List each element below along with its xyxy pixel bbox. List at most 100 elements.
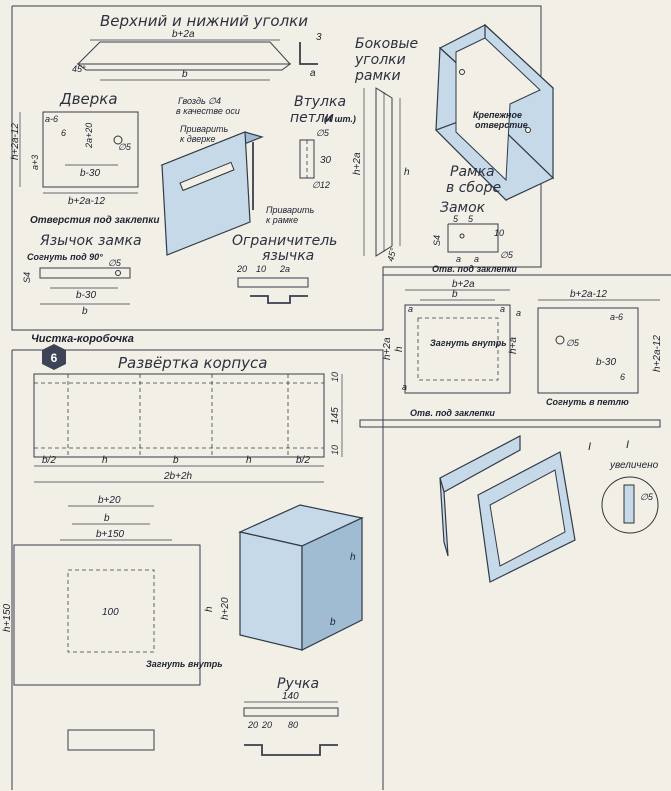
box-note-bend: Загнуть внутрь — [146, 659, 223, 669]
frame-note-2: отверстие — [475, 120, 528, 130]
assembly-dim-b30: b-30 — [596, 357, 616, 368]
corner-section-view — [299, 42, 318, 65]
development-dim-10a: 10 — [330, 372, 340, 382]
door3d-weld-door-2: к дверке — [180, 134, 216, 144]
limiter-title-1: Ограничитель — [232, 233, 337, 249]
handle-dim-140: 140 — [282, 691, 299, 702]
frame-opening — [455, 37, 541, 182]
bushing-body — [299, 139, 315, 179]
assembly-note-rivets: Отв. под заклепки — [410, 408, 495, 418]
side-corners-title-1: Боковые — [355, 36, 418, 52]
assembly-frame3d-left — [439, 477, 449, 557]
development-dim-3: h — [246, 455, 252, 466]
section-borders — [11, 5, 671, 790]
section-badge — [42, 344, 66, 370]
door-outline — [42, 111, 139, 188]
corners-dim-b2a: b+2a — [172, 29, 195, 40]
lock-dim-5a: 5 — [453, 214, 459, 224]
development-title: Развёртка корпуса — [118, 354, 267, 372]
door-dim-h2a12: h+2a-12 — [10, 123, 21, 160]
bushing-dim-30: 30 — [320, 155, 332, 166]
assembly-dim-ha: h+a — [508, 337, 519, 354]
assembly-dim-h2a: h+2a — [382, 337, 393, 360]
tongue-body — [39, 267, 131, 279]
door-dim-b2a12: b+2a-12 — [68, 196, 105, 207]
corner-profile-bottom — [76, 63, 292, 71]
box-dim-b20: b+20 — [98, 495, 121, 506]
tongue-dim-b: b — [82, 306, 88, 317]
box-side-view — [67, 729, 155, 751]
section-header-title: Чистка-коробочка — [31, 333, 134, 345]
door3d-nail-1: Гвоздь ∅4 — [178, 96, 221, 106]
door3d-weld-door-1: Приварить — [180, 124, 229, 134]
frame-hole-2 — [525, 127, 531, 133]
corners-section: Верхний и нижний уголки b+2a b 45° 3 a — [72, 12, 322, 81]
development-dim-145: 145 — [330, 407, 341, 424]
box3d-left — [239, 531, 303, 651]
section-badge-number: 6 — [51, 351, 58, 365]
development-dim-2: b — [173, 455, 179, 466]
box-dim-h20: h+20 — [220, 597, 231, 620]
door-dim-a3: a+3 — [30, 155, 40, 170]
side-corners-title-3: рамки — [354, 68, 401, 84]
lock-dim-10: 10 — [494, 228, 504, 238]
development-dim-1: h — [102, 455, 108, 466]
door-title: Дверка — [59, 90, 118, 108]
handle-dim-80: 80 — [288, 720, 298, 730]
limiter-section: Ограничитель язычка 20 10 2a — [232, 233, 337, 304]
lock-dim-5b: 5 — [468, 214, 474, 224]
bushing-dim-d12: ∅12 — [312, 180, 330, 190]
assembly-dim-a4: a — [516, 308, 521, 318]
lock-plate — [447, 223, 499, 253]
box3d-right — [301, 517, 363, 651]
tongue-note: Согнуть под 90° — [27, 252, 103, 262]
section-6-header: Чистка-коробочка 6 — [31, 333, 134, 370]
development-total: 2b+2h — [163, 471, 193, 482]
assembly-frame-outer — [404, 304, 511, 394]
tongue-title: Язычок замка — [39, 233, 142, 249]
box-dim-100: 100 — [102, 607, 119, 618]
door3d-face — [161, 131, 251, 256]
assembly-dim-b: b — [452, 289, 458, 300]
box-outline — [13, 544, 201, 686]
handle-title: Ручка — [277, 676, 319, 692]
side-dim-h: h — [404, 167, 410, 178]
bushing-title-1: Втулка — [294, 94, 346, 110]
door-dim-2a20: 2a+20 — [84, 123, 94, 149]
side-corners-section: Боковые уголки рамки h+2a h 45° — [352, 36, 418, 263]
assembly-mark-I: I — [588, 441, 591, 453]
box-dim-b-3d: b — [330, 617, 336, 628]
corners-dim-a: a — [310, 68, 316, 79]
side-angle: 45° — [385, 246, 398, 262]
frame-section: Крепежное отверстие Рамка в сборе — [434, 23, 555, 202]
development-dim-4: b/2 — [296, 455, 310, 466]
door3d-weld-frame-1: Приварить — [266, 205, 315, 215]
lock-dim-d5: ∅5 — [500, 250, 514, 260]
frame-title-2: в сборе — [446, 180, 501, 196]
tongue-dim-b30: b-30 — [76, 290, 96, 301]
box-dim-h150: h+150 — [2, 603, 13, 632]
assembly-dim-h: h — [394, 346, 405, 352]
assembly-dim-d5b: ∅5 — [640, 492, 654, 502]
corners-dim-b: b — [182, 69, 188, 80]
assembly-dim-a1: a — [408, 304, 413, 314]
limiter-body — [237, 277, 309, 288]
handle-section: Ручка 140 20 20 80 — [243, 676, 339, 756]
handle-dim-20b: 20 — [261, 720, 272, 730]
limiter-profile — [250, 295, 308, 304]
door3d-weld-frame-2: к рамке — [266, 215, 298, 225]
tongue-dim-s4: S4 — [22, 272, 32, 283]
box-dim-b150: b+150 — [96, 529, 125, 540]
assembly-dim-b2a12: b+2a-12 — [570, 289, 607, 300]
limiter-dim-2a: 2a — [279, 264, 290, 274]
side-corner-bar — [375, 87, 393, 257]
assembly-dim-6: 6 — [620, 372, 625, 382]
box-bottom — [67, 569, 155, 653]
door-3d-section: Гвоздь ∅4 в качестве оси Приварить к две… — [160, 96, 315, 256]
tongue-dim-d5: ∅5 — [108, 258, 122, 268]
assembly-frame-inner — [417, 317, 499, 381]
bushing-section: Втулка петли (4 шт.) ∅5 30 ∅12 — [290, 94, 356, 190]
assembly-dim-a6: a-6 — [610, 312, 623, 322]
